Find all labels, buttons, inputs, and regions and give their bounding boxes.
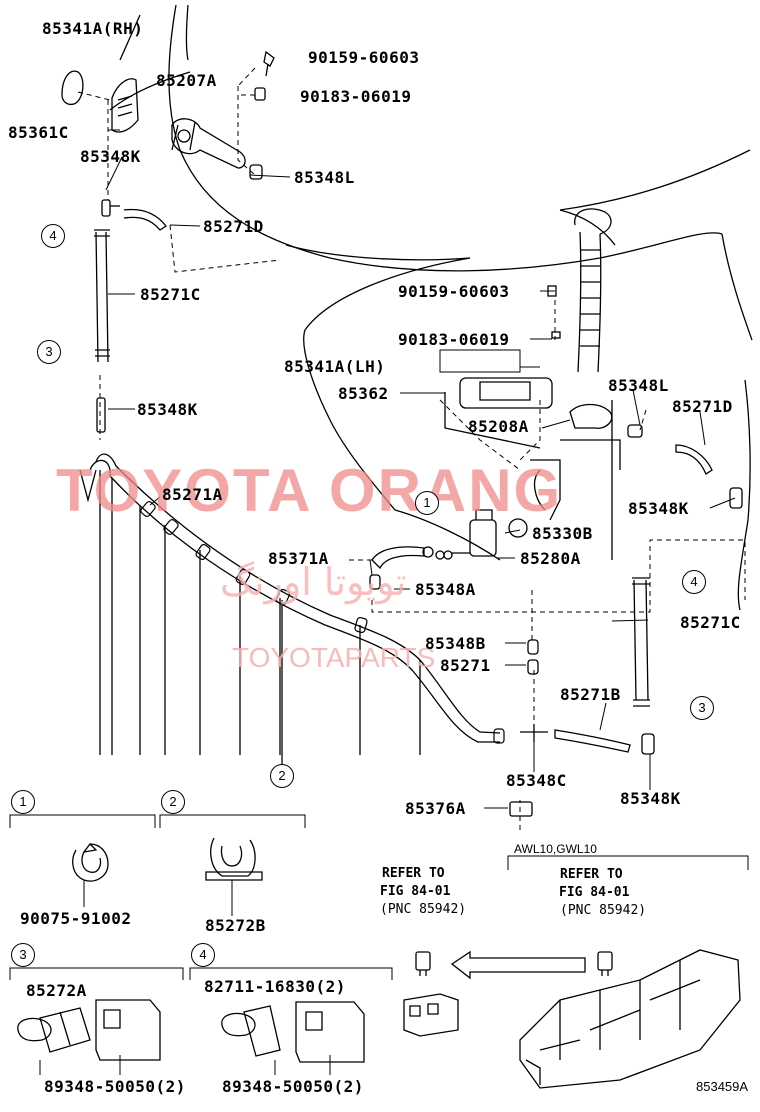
part-label: 85348K — [137, 400, 198, 419]
part-label: 85330B — [532, 524, 593, 543]
part-label: 85207A — [156, 71, 217, 90]
clamp-85272a — [17, 999, 161, 1061]
callout-4-right: 4 — [682, 570, 706, 594]
part-label: 85348L — [294, 168, 355, 187]
clamp-90075-91002 — [72, 843, 109, 882]
refer-right-line3: (PNC 85942) — [560, 903, 647, 918]
pump-85280a — [435, 509, 528, 560]
part-label: 85348B — [425, 634, 486, 653]
detail-number-1: 1 — [11, 790, 35, 814]
part-label: 90183-06019 — [300, 87, 412, 106]
part-label: 85341A(LH) — [284, 357, 386, 376]
clamp-82711-16830 — [221, 1001, 365, 1063]
washer-tank-area — [439, 208, 743, 521]
part-label: 85361C — [8, 123, 69, 142]
part-label: 85348K — [628, 499, 689, 518]
part-label: 85271C — [140, 285, 201, 304]
part-label: 85376A — [405, 799, 466, 818]
nozzle-assembly-85207a — [171, 50, 275, 180]
part-label: 85348K — [620, 789, 681, 808]
part-label: 85348C — [506, 771, 567, 790]
part-label: 85341A(RH) — [42, 19, 144, 38]
detail-number-4: 4 — [191, 943, 215, 967]
detail-number-2: 2 — [161, 790, 185, 814]
part-label: 90159-60603 — [398, 282, 510, 301]
callout-2-bottom: 2 — [270, 764, 294, 788]
nozzle-rh — [61, 70, 139, 133]
callout-4-top: 4 — [41, 224, 65, 248]
diagram-id: 853459A — [696, 1079, 749, 1094]
small-leaders — [83, 129, 736, 916]
part-label: 85208A — [468, 417, 529, 436]
relay-block-left — [403, 951, 459, 1037]
hoses-left — [94, 199, 167, 433]
part-label: 85271D — [672, 397, 733, 416]
part-label: 90183-06019 — [398, 330, 510, 349]
main-hose-85271a — [79, 453, 505, 765]
detail-part-label: 90075-91002 — [20, 909, 132, 928]
refer-left-line1: REFER TO — [382, 866, 445, 881]
detail-part-label: 85272A — [26, 981, 87, 1000]
detail-part-label: 85272B — [205, 916, 266, 935]
detail-part-label: 89348-50050(2) — [44, 1077, 186, 1096]
part-label: 85348L — [608, 376, 669, 395]
part-label: 85371A — [268, 549, 329, 568]
hose-85371a — [369, 546, 434, 590]
part-label: 85280A — [520, 549, 581, 568]
callout-3-top: 3 — [37, 340, 61, 364]
part-label: 85271 — [440, 656, 491, 675]
fuse-box-right — [519, 949, 741, 1089]
refer-right-line2: FIG 84-01 — [559, 885, 630, 900]
callout-3-right: 3 — [690, 696, 714, 720]
part-label: 85271B — [560, 685, 621, 704]
part-label: 85271D — [203, 217, 264, 236]
detail-part-label: 89348-50050(2) — [222, 1077, 364, 1096]
detail-part-label: 82711-16830(2) — [204, 977, 346, 996]
part-label: 90159-60603 — [308, 48, 420, 67]
refer-right-line1: REFER TO — [560, 867, 623, 882]
leader-lines — [77, 67, 746, 830]
detail-number-3: 3 — [11, 943, 35, 967]
part-label: 85348K — [80, 147, 141, 166]
lower-connectors — [509, 577, 655, 817]
part-label: 85348A — [415, 580, 476, 599]
part-label: 85271A — [162, 485, 223, 504]
arrow-left — [450, 950, 586, 980]
callout-1-center: 1 — [415, 491, 439, 515]
refer-left-line3: (PNC 85942) — [380, 902, 467, 917]
refer-left-line2: FIG 84-01 — [380, 884, 451, 899]
part-label: 85271C — [680, 613, 741, 632]
model-code: AWL10,GWL10 — [514, 842, 597, 856]
body-outline — [109, 4, 753, 611]
clip-85272b — [205, 837, 263, 881]
part-label: 85362 — [338, 384, 389, 403]
detail-frames — [9, 814, 749, 1075]
